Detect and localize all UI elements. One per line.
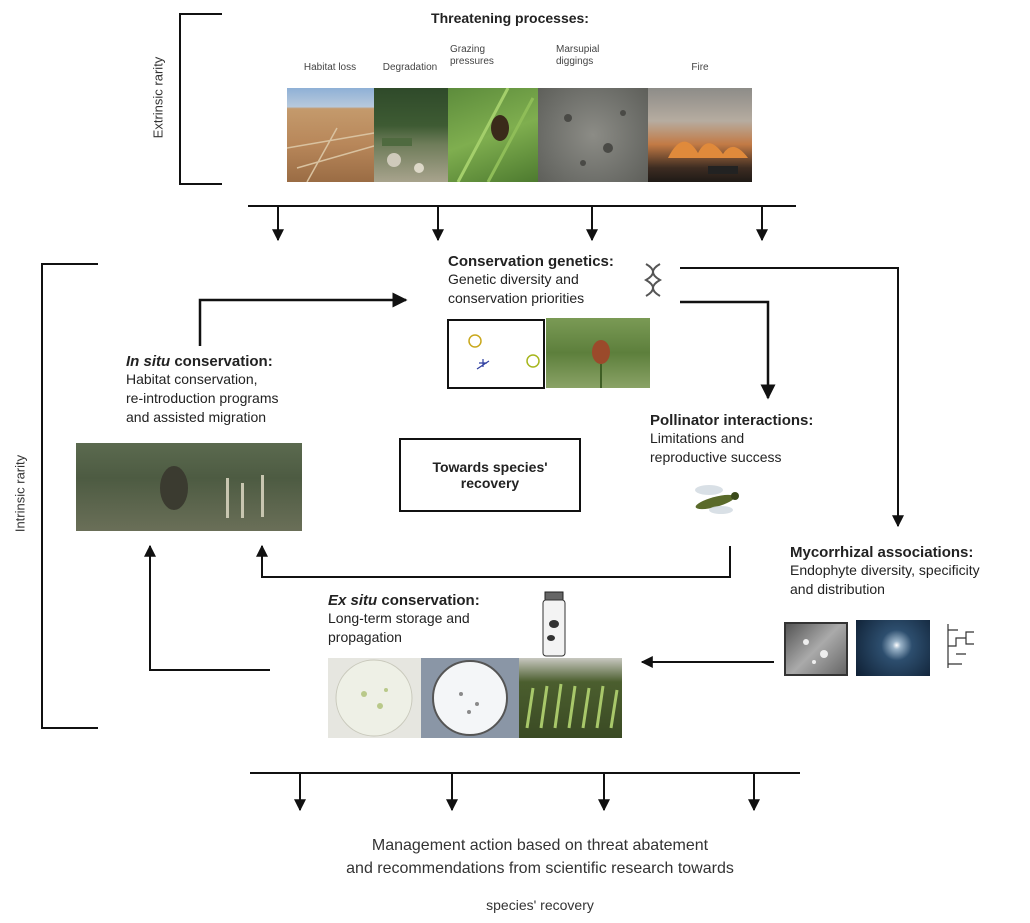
storage-tube-icon [542, 591, 566, 657]
caption-grazing: Grazing pressures [450, 44, 494, 67]
mycorrhizal-line-1: Endophyte diversity, specificity [790, 562, 980, 578]
management-line-1: Management action based on threat abatem… [371, 837, 709, 854]
insitu-line-3: and assisted migration [126, 409, 267, 425]
caption-degradation: Degradation [382, 62, 438, 73]
petri-dish-photo [421, 658, 519, 738]
exsitu-line-1: Long-term storage and [328, 610, 470, 626]
culture-plate-photo [784, 622, 848, 676]
seedling-tray-photo [519, 658, 622, 738]
field-site-photo [76, 443, 302, 531]
caption-marsupial: Marsupial diggings [556, 44, 600, 67]
phylogeny-tree-icon [947, 624, 974, 668]
caption-habitat-loss: Habitat loss [303, 62, 357, 73]
genetics-to-mycorrhizal-arrow [680, 267, 904, 528]
microscopy-photo [856, 620, 930, 676]
towards-recovery-box: Towards species' recovery [399, 438, 581, 512]
insitu-title-italic: In situ [126, 353, 171, 370]
wasp-pollinator-icon [695, 485, 739, 514]
genetics-to-pollinator-arrow [680, 300, 776, 400]
pollinator-line-2: reproductive success [650, 449, 782, 465]
pollinator-to-insitu-arrow [256, 544, 731, 578]
pollinator-title: Pollinator interactions: [650, 412, 814, 429]
pollinator-line-1: Limitations and [650, 430, 745, 446]
conservation-genetics-line-2: conservation priorities [448, 290, 585, 306]
management-line-3: species' recovery [486, 897, 594, 913]
orchid-photo [546, 318, 650, 388]
conservation-genetics-line-1: Genetic diversity and [448, 271, 579, 287]
insitu-title-rest: conservation: [170, 353, 273, 370]
seed-dish-photo [328, 658, 421, 738]
conservation-genetics-block: Conservation genetics: Genetic diversity… [448, 253, 678, 308]
towards-recovery-line-2: recovery [460, 475, 520, 491]
management-statement: Management action based on threat abatem… [230, 834, 850, 917]
degradation-photo [374, 88, 448, 182]
caption-fire: Fire [691, 62, 709, 73]
mycorrhizal-block: Mycorrhizal associations: Endophyte dive… [790, 544, 1030, 599]
threatening-processes-title: Threatening processes: [431, 10, 589, 26]
dna-icon [643, 263, 663, 297]
extrinsic-bracket [179, 13, 222, 185]
exsitu-block: Ex situ conservation: Long-term storage … [328, 592, 558, 647]
mycorrhizal-title: Mycorrhizal associations: [790, 544, 974, 561]
marsupial-diggings-photo [538, 88, 648, 182]
fire-photo [648, 88, 752, 182]
exsitu-title-italic: Ex situ [328, 592, 378, 609]
exsitu-to-insitu-arrow [144, 544, 270, 671]
insitu-to-genetics-arrow [198, 292, 408, 346]
insitu-line-2: re-introduction programs [126, 390, 279, 406]
habitat-loss-photo [287, 88, 374, 182]
exsitu-line-2: propagation [328, 629, 402, 645]
pca-plot-icon [447, 319, 545, 389]
conservation-genetics-title: Conservation genetics: [448, 253, 614, 270]
exsitu-title-rest: conservation: [377, 592, 480, 609]
pollinator-block: Pollinator interactions: Limitations and… [650, 412, 860, 467]
intrinsic-rarity-label: Intrinsic rarity [12, 454, 28, 533]
grazing-pressures-photo [448, 88, 538, 182]
towards-recovery-line-1: Towards species' [432, 459, 548, 475]
intrinsic-bracket [41, 263, 98, 729]
mycorrhizal-line-2: and distribution [790, 581, 885, 597]
insitu-block: In situ conservation: Habitat conservati… [126, 353, 346, 427]
extrinsic-rarity-label: Extrinsic rarity [150, 56, 166, 139]
insitu-line-1: Habitat conservation, [126, 371, 258, 387]
management-line-2: and recommendations from scientific rese… [346, 860, 734, 877]
